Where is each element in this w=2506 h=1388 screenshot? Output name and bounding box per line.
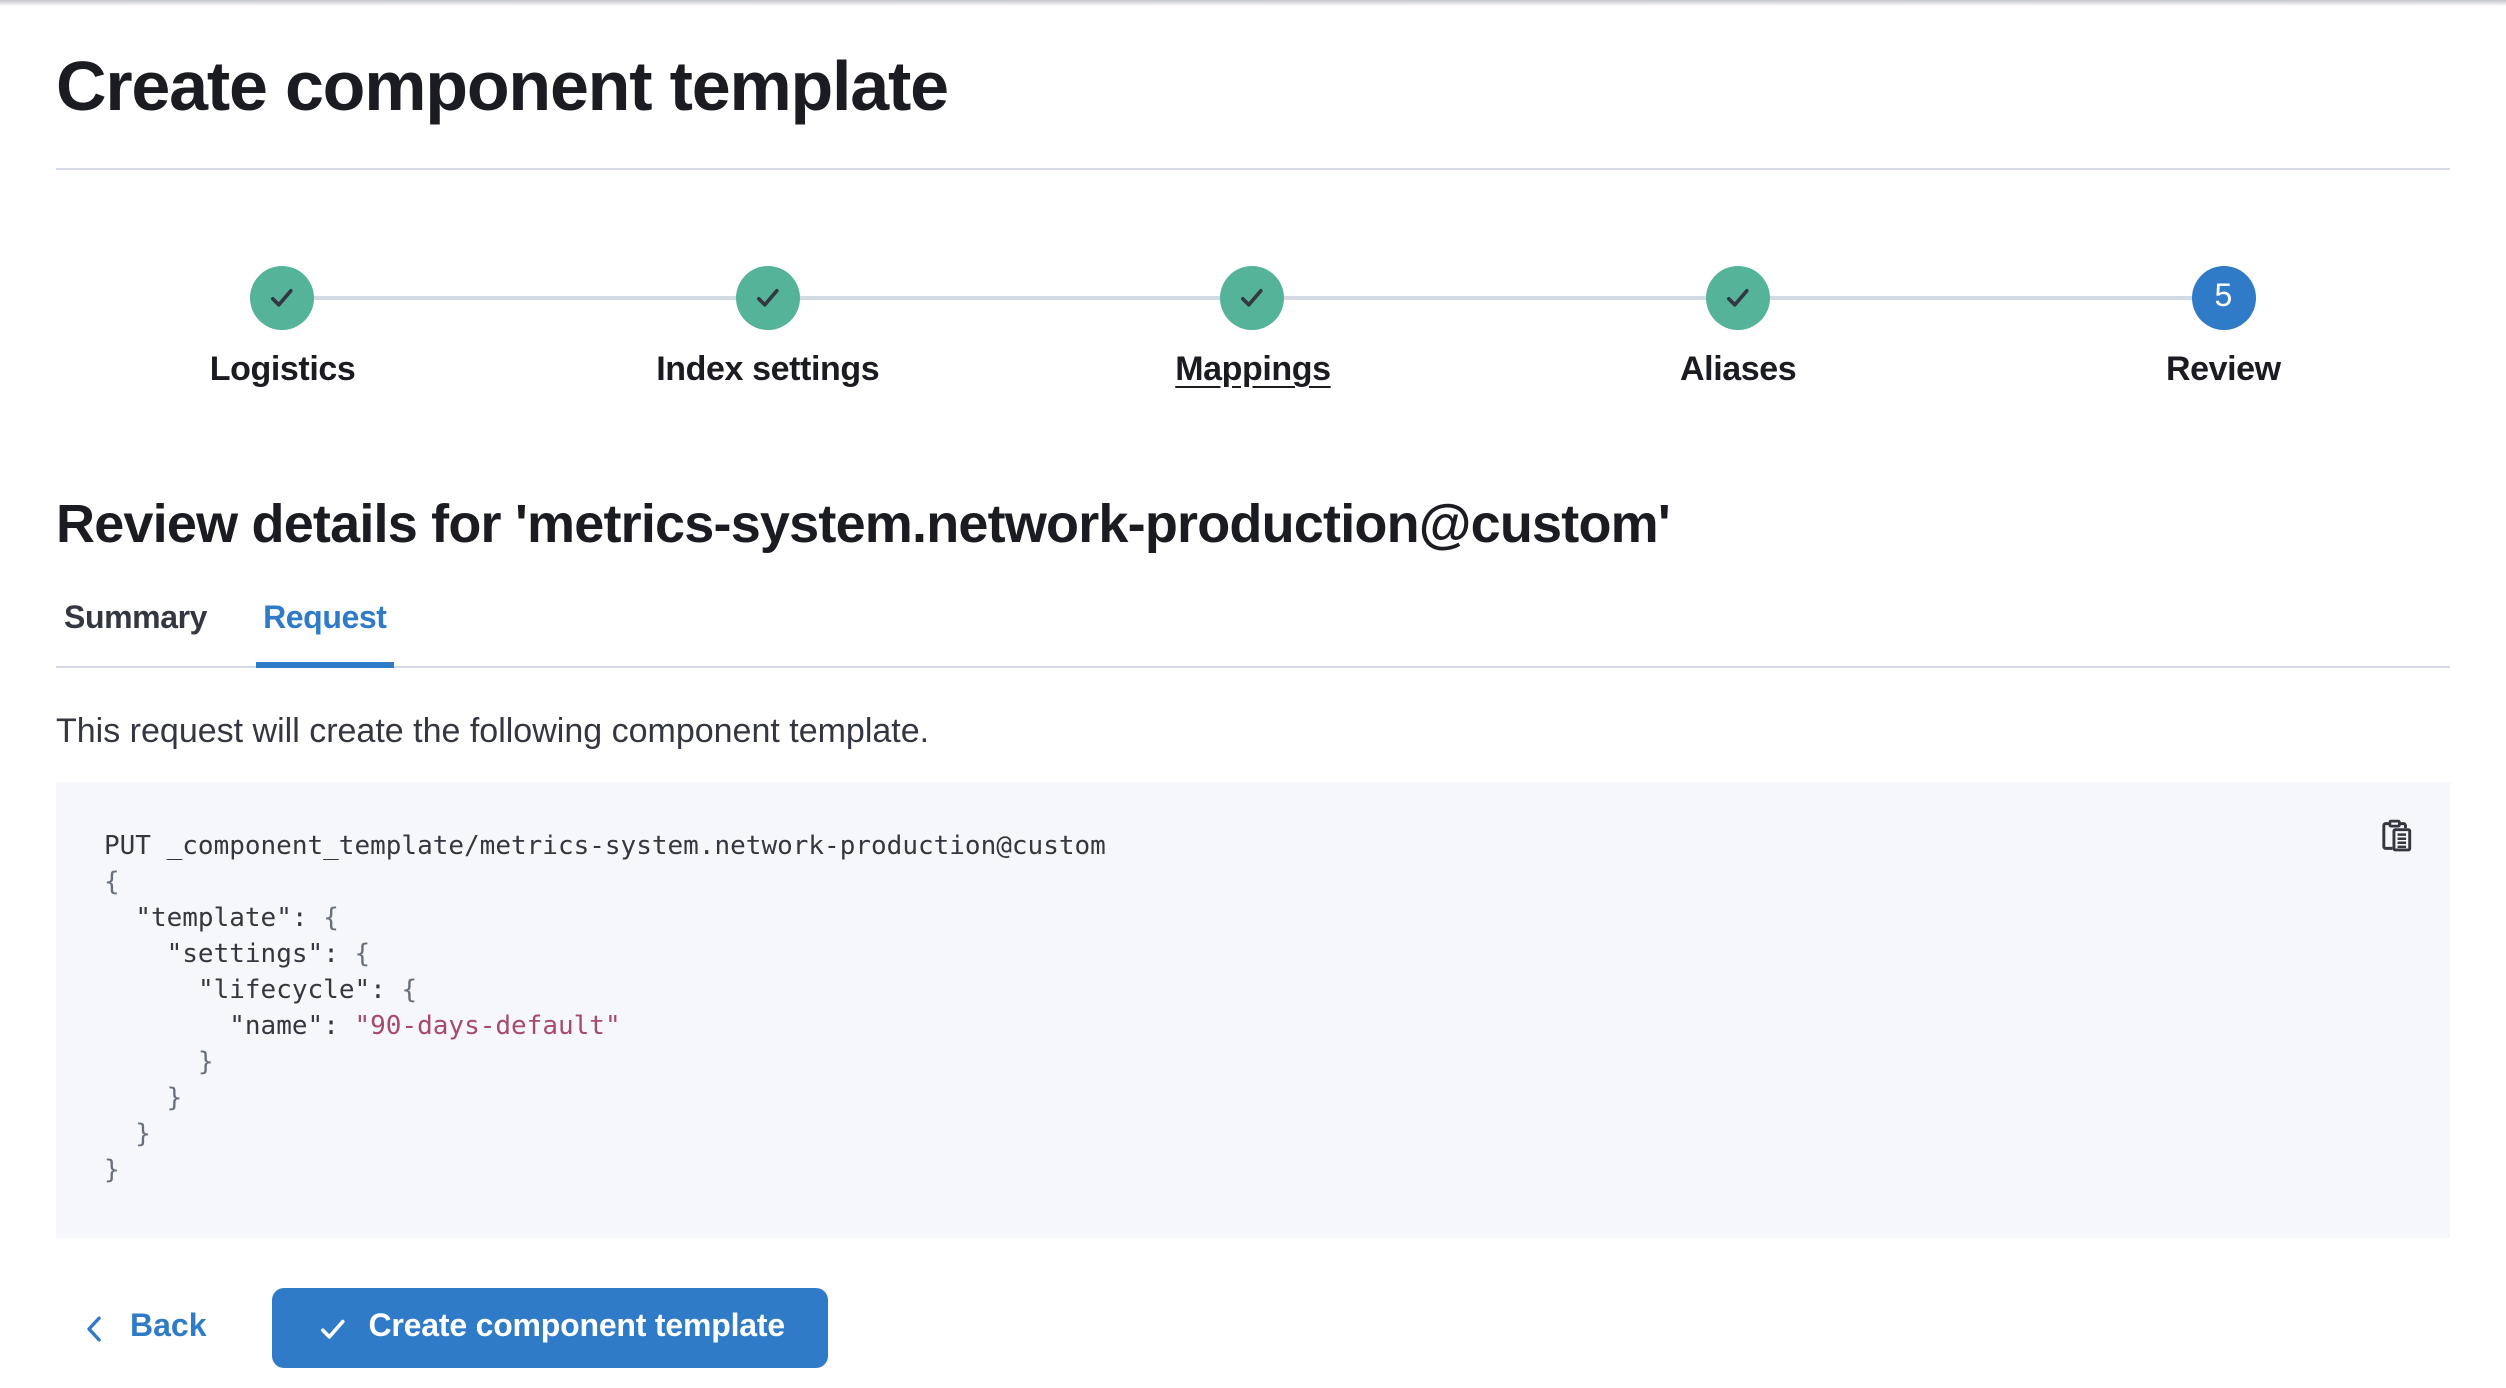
- code-line: "template": {: [135, 904, 339, 934]
- chevron-left-icon: [80, 1313, 110, 1343]
- code-line: }: [104, 1048, 214, 1078]
- back-button[interactable]: Back: [80, 1310, 207, 1346]
- step-check-icon[interactable]: [735, 266, 800, 330]
- code-line: "lifecycle": {: [197, 976, 418, 1006]
- code-line: }: [104, 1084, 183, 1114]
- code-line: }: [104, 1156, 120, 1186]
- step-aliases[interactable]: Aliases: [1496, 266, 1981, 390]
- step-label[interactable]: Mappings: [1175, 350, 1331, 388]
- step-check-icon[interactable]: [250, 266, 315, 330]
- code-line: PUT _component_template/metrics-system.n…: [104, 832, 1106, 862]
- step-number-badge: 5: [2191, 266, 2256, 330]
- window-top-shadow: [0, 0, 2506, 6]
- tab-request[interactable]: Request: [255, 602, 395, 668]
- copy-to-clipboard-button[interactable]: [2370, 808, 2426, 864]
- code-line: "name": "90-days-default": [229, 1012, 621, 1042]
- tab-bar: Summary Request: [56, 602, 2450, 668]
- page-title: Create component template: [56, 48, 949, 126]
- create-button-label: Create component template: [368, 1310, 786, 1344]
- tab-summary[interactable]: Summary: [64, 602, 208, 636]
- check-icon: [317, 1311, 351, 1345]
- back-button-label: Back: [130, 1310, 207, 1344]
- step-label[interactable]: Index settings: [656, 350, 880, 388]
- review-heading: Review details for 'metrics-system.netwo…: [56, 494, 1671, 554]
- request-code-block: PUT _component_template/metrics-system.n…: [56, 782, 2450, 1238]
- step-mappings[interactable]: Mappings: [1010, 266, 1495, 390]
- step-label: Review: [2165, 350, 2281, 388]
- step-logistics[interactable]: Logistics: [40, 266, 525, 390]
- header-divider: [56, 168, 2450, 170]
- step-label[interactable]: Logistics: [209, 350, 356, 388]
- code-line: {: [104, 868, 120, 898]
- code-line: }: [104, 1120, 151, 1150]
- step-check-icon[interactable]: [1220, 266, 1285, 330]
- wizard-footer: Back Create component template: [0, 1288, 2506, 1368]
- request-description: This request will create the following c…: [56, 712, 930, 750]
- step-check-icon[interactable]: [1706, 266, 1771, 330]
- step-label[interactable]: Aliases: [1680, 350, 1797, 388]
- step-index-settings[interactable]: Index settings: [525, 266, 1010, 390]
- copy-clipboard-icon: [2380, 818, 2416, 854]
- create-component-template-button[interactable]: Create component template: [272, 1288, 829, 1368]
- code-content: PUT _component_template/metrics-system.n…: [104, 830, 2402, 1190]
- code-line: "settings": {: [166, 940, 371, 970]
